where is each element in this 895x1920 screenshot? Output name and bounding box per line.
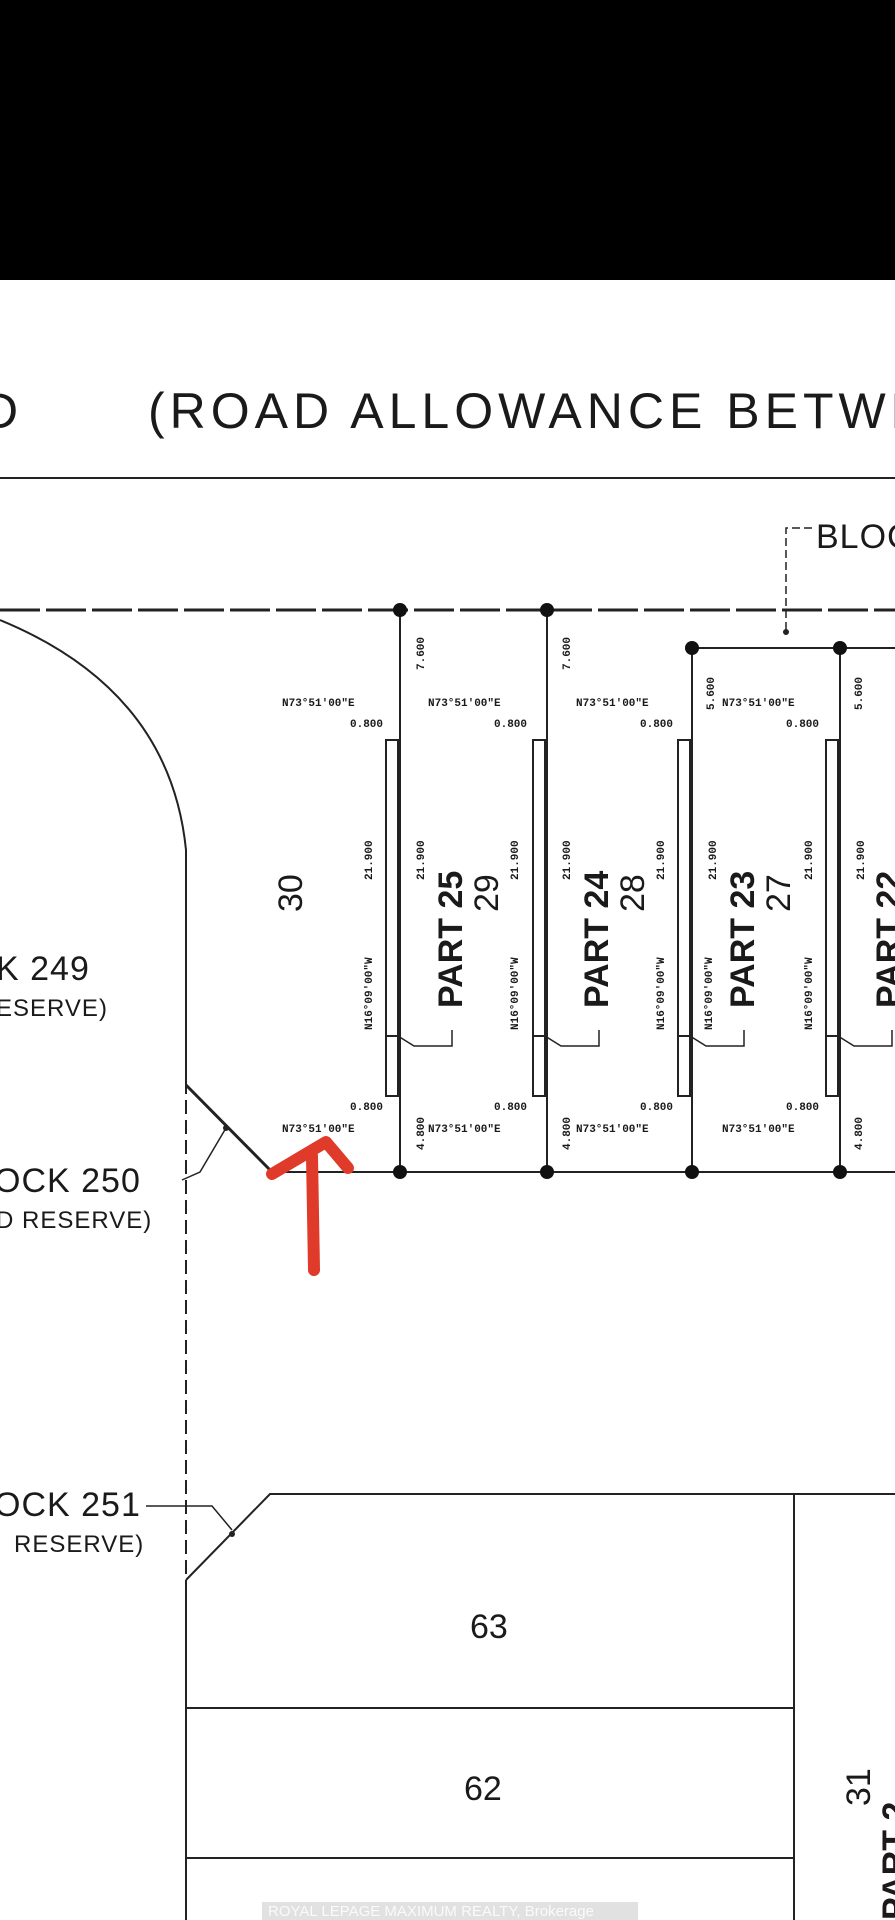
part-25: PART 25 bbox=[432, 871, 470, 1008]
depth-4: 21.900 bbox=[562, 840, 574, 880]
block-251-name: OCK 251 bbox=[0, 1486, 141, 1524]
front-dim-4: 5.600 bbox=[854, 677, 866, 710]
bearing-bottom-3: N73°51'00"E bbox=[576, 1124, 649, 1136]
bearing-bottom-1: N73°51'00"E bbox=[282, 1124, 355, 1136]
watermark: ROYAL LEPAGE MAXIMUM REALTY, Brokerage bbox=[268, 1903, 594, 1920]
block-251-leader bbox=[146, 1505, 233, 1531]
rear-dim-1: 4.800 bbox=[416, 1117, 428, 1150]
width-top-2: 0.800 bbox=[494, 719, 527, 731]
width-bottom-1: 0.800 bbox=[350, 1102, 383, 1114]
part-24: PART 24 bbox=[578, 871, 616, 1008]
side-bearing-5: N16°09'00"W bbox=[804, 957, 816, 1030]
rear-dim-3: 4.800 bbox=[854, 1117, 866, 1150]
front-dim-1: 7.600 bbox=[416, 637, 428, 670]
depth-7: 21.900 bbox=[804, 840, 816, 880]
block-251-corner bbox=[185, 1493, 895, 1581]
depth-6: 21.900 bbox=[708, 840, 720, 880]
block-251-dot bbox=[229, 1531, 235, 1537]
depth-2: 21.900 bbox=[416, 840, 428, 880]
side-bearing-1: N16°09'00"W bbox=[364, 957, 376, 1030]
road-allowance-label: (ROAD ALLOWANCE BETWE bbox=[148, 383, 895, 439]
depth-5: 21.900 bbox=[656, 840, 668, 880]
lot-30: 30 bbox=[272, 874, 310, 912]
block-249-curve bbox=[0, 619, 187, 1080]
bearing-bottom-2: N73°51'00"E bbox=[428, 1124, 501, 1136]
width-bottom-3: 0.800 bbox=[640, 1102, 673, 1114]
bearing-top-2: N73°51'00"E bbox=[428, 698, 501, 710]
block-250-note: D RESERVE) bbox=[0, 1207, 152, 1234]
part-23: PART 23 bbox=[724, 871, 762, 1008]
width-bottom-4: 0.800 bbox=[786, 1102, 819, 1114]
block-249-name: K 249 bbox=[0, 950, 90, 988]
side-bearing-3: N16°09'00"W bbox=[656, 957, 668, 1030]
depth-8: 21.900 bbox=[856, 840, 868, 880]
depth-3: 21.900 bbox=[510, 840, 522, 880]
lot-62: 62 bbox=[464, 1770, 502, 1808]
side-bearing-4: N16°09'00"W bbox=[704, 957, 716, 1030]
bearing-top-3: N73°51'00"E bbox=[576, 698, 649, 710]
lot-dividers bbox=[399, 610, 841, 1172]
block-leader bbox=[785, 527, 812, 632]
block-label-top: BLOC bbox=[816, 518, 895, 556]
block-250-diagonal bbox=[184, 1083, 274, 1174]
block-250-name: OCK 250 bbox=[0, 1162, 141, 1200]
lot-29: 29 bbox=[468, 874, 506, 912]
lot-28: 28 bbox=[614, 874, 652, 912]
block-249-note: ESERVE) bbox=[0, 995, 108, 1022]
side-bearing-2: N16°09'00"W bbox=[510, 957, 522, 1030]
watermark-backdrop bbox=[262, 1902, 638, 1920]
block-250-leader bbox=[181, 1127, 227, 1181]
survey-monuments bbox=[393, 603, 847, 1179]
depth-1: 21.900 bbox=[364, 840, 376, 880]
front-dim-3: 5.600 bbox=[706, 677, 718, 710]
width-top-3: 0.800 bbox=[640, 719, 673, 731]
rear-dim-2: 4.800 bbox=[562, 1117, 574, 1150]
front-dim-2: 7.600 bbox=[562, 637, 574, 670]
red-arrow-icon bbox=[266, 1136, 354, 1276]
bearing-bottom-4: N73°51'00"E bbox=[722, 1124, 795, 1136]
block-leader-dot bbox=[783, 629, 789, 635]
block-251-note: RESERVE) bbox=[14, 1531, 144, 1558]
part-strips bbox=[385, 739, 839, 1097]
part-bottom: PART 2 bbox=[876, 1802, 895, 1920]
part-22: PART 22 bbox=[870, 871, 895, 1008]
survey-plan: D (ROAD ALLOWANCE BETWE BLOC bbox=[0, 383, 895, 1920]
black-header-bar bbox=[0, 0, 895, 280]
lot-27: 27 bbox=[760, 874, 798, 912]
part-leaders bbox=[397, 1030, 893, 1047]
lot-31: 31 bbox=[840, 1768, 878, 1806]
width-top-4: 0.800 bbox=[786, 719, 819, 731]
width-top-1: 0.800 bbox=[350, 719, 383, 731]
bearing-top-4: N73°51'00"E bbox=[722, 698, 795, 710]
width-bottom-2: 0.800 bbox=[494, 1102, 527, 1114]
road-label-left: D bbox=[0, 383, 23, 439]
bearing-top-1: N73°51'00"E bbox=[282, 698, 355, 710]
lot-63: 63 bbox=[470, 1608, 508, 1646]
